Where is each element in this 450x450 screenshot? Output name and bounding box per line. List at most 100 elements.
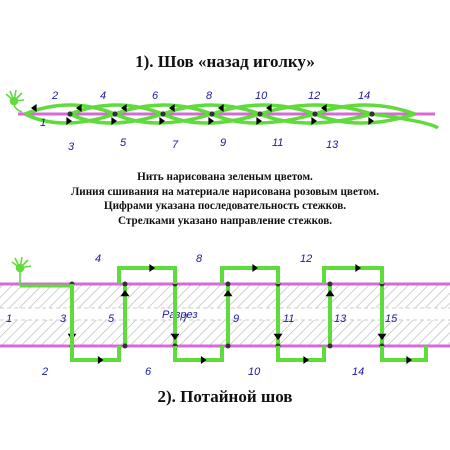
arrow-icon	[169, 104, 175, 112]
legend-notes: Нить нарисована зеленым цветом. Линия сш…	[0, 170, 450, 228]
stitch-number: 3	[68, 141, 75, 153]
needle-hole	[225, 281, 231, 287]
arrow-icon	[273, 333, 283, 340]
stitch-number: 14	[358, 90, 370, 102]
needle-hole	[225, 343, 231, 349]
stitch-number: 6	[145, 366, 152, 378]
needle-hole	[122, 343, 128, 349]
arrow-icon	[121, 104, 127, 112]
thread-loop-top	[220, 266, 280, 284]
cut-label: Разрез	[162, 309, 198, 321]
stitch-number: 2	[51, 90, 58, 102]
stitch-number: 12	[308, 90, 320, 102]
thread-loop-top	[322, 266, 384, 284]
needle-hole	[209, 111, 215, 117]
stitch-number: 8	[206, 90, 213, 102]
thread-backstitch	[24, 103, 440, 130]
thread-loop-bottom	[380, 346, 428, 362]
arrow-icon	[377, 333, 387, 340]
stitch-number: 9	[233, 313, 239, 325]
stitch-number: 1	[40, 117, 46, 129]
thread-arc-top	[24, 103, 116, 116]
thread-loop-bottom	[70, 346, 121, 362]
arrow-icon	[368, 117, 374, 125]
arrow-icon	[208, 117, 214, 125]
thread-loop-bottom	[276, 346, 326, 362]
needle-hole	[369, 111, 375, 117]
stitch-number: 15	[385, 313, 398, 325]
needle-hole	[312, 111, 318, 117]
thread-tail	[371, 112, 440, 130]
thread-arc-top	[69, 103, 164, 116]
arrow-icon	[325, 290, 335, 297]
arrow-icon	[170, 333, 180, 340]
needle-hole	[327, 343, 333, 349]
stitch-number: 3	[60, 313, 67, 325]
arrow-icon	[66, 117, 72, 125]
arrow-icon	[406, 356, 412, 364]
arrow-icon	[218, 104, 224, 112]
arrow-icon	[252, 264, 258, 272]
needle-hole	[122, 281, 128, 287]
arrow-icon	[266, 104, 272, 112]
stitch-number: 13	[326, 139, 339, 151]
stitch-number: 5	[108, 313, 115, 325]
thread-blind-stitch	[20, 264, 428, 364]
stitch-number: 2	[41, 366, 48, 378]
stitch-number: 7	[172, 139, 179, 151]
thread-arc-top	[259, 103, 373, 116]
note-numbers: Цифрами указана последовательность стежк…	[103, 200, 347, 212]
needle-hole	[257, 111, 263, 117]
thread-loop-top	[117, 266, 177, 284]
arrow-icon	[31, 104, 37, 112]
stitch-number: 8	[196, 253, 203, 265]
stitch-number: 11	[283, 313, 294, 325]
stitch-number: 6	[152, 90, 159, 102]
note-arrows: Стрелками указано направление стежков.	[117, 214, 333, 227]
thread-loop-bottom	[173, 346, 224, 362]
thread-arc-bottom	[24, 112, 116, 125]
needle-hole	[327, 281, 333, 287]
stitch-number: 10	[255, 90, 268, 102]
arrow-icon	[223, 290, 233, 297]
arrow-icon	[111, 117, 117, 125]
stitch-number: 9	[220, 137, 226, 149]
needle-hole	[67, 111, 73, 117]
arrow-icon	[159, 117, 165, 125]
arrow-icon	[200, 356, 207, 364]
stitch-number: 7	[182, 313, 189, 325]
stitch-number: 14	[352, 366, 364, 378]
title-backstitch: 1). Шов «назад иголку»	[135, 52, 315, 71]
arrow-icon	[76, 104, 82, 112]
stitch-number: 4	[100, 90, 106, 102]
arrow-icon	[120, 290, 130, 297]
fabric-bottom	[0, 320, 450, 346]
arrow-icon	[149, 264, 155, 272]
arrow-icon	[256, 117, 262, 125]
arrow-icon	[97, 356, 104, 364]
needle-hole	[112, 111, 118, 117]
arrow-icon	[303, 356, 309, 364]
thread-arc-bottom	[114, 112, 213, 125]
stitch-number: 13	[334, 313, 347, 325]
title-blind-stitch: 2). Потайной шов	[157, 387, 293, 406]
stitch-number: 12	[300, 253, 312, 265]
arrow-icon	[355, 264, 361, 272]
note-thread: Нить нарисована зеленым цветом.	[137, 171, 313, 183]
needle-hole	[160, 111, 166, 117]
arrow-icon	[311, 117, 317, 125]
thread-arc-bottom	[259, 112, 373, 125]
stitch-number: 10	[248, 366, 261, 378]
stitch-number: 4	[95, 253, 101, 265]
stitch-number: 5	[120, 137, 127, 149]
thread-arc-bottom	[162, 112, 261, 125]
arrow-icon	[321, 104, 327, 112]
note-seam-line: Линия сшивания на материале нарисована р…	[70, 185, 380, 198]
stitch-number: 1	[6, 313, 12, 325]
stitch-number: 11	[272, 137, 283, 149]
